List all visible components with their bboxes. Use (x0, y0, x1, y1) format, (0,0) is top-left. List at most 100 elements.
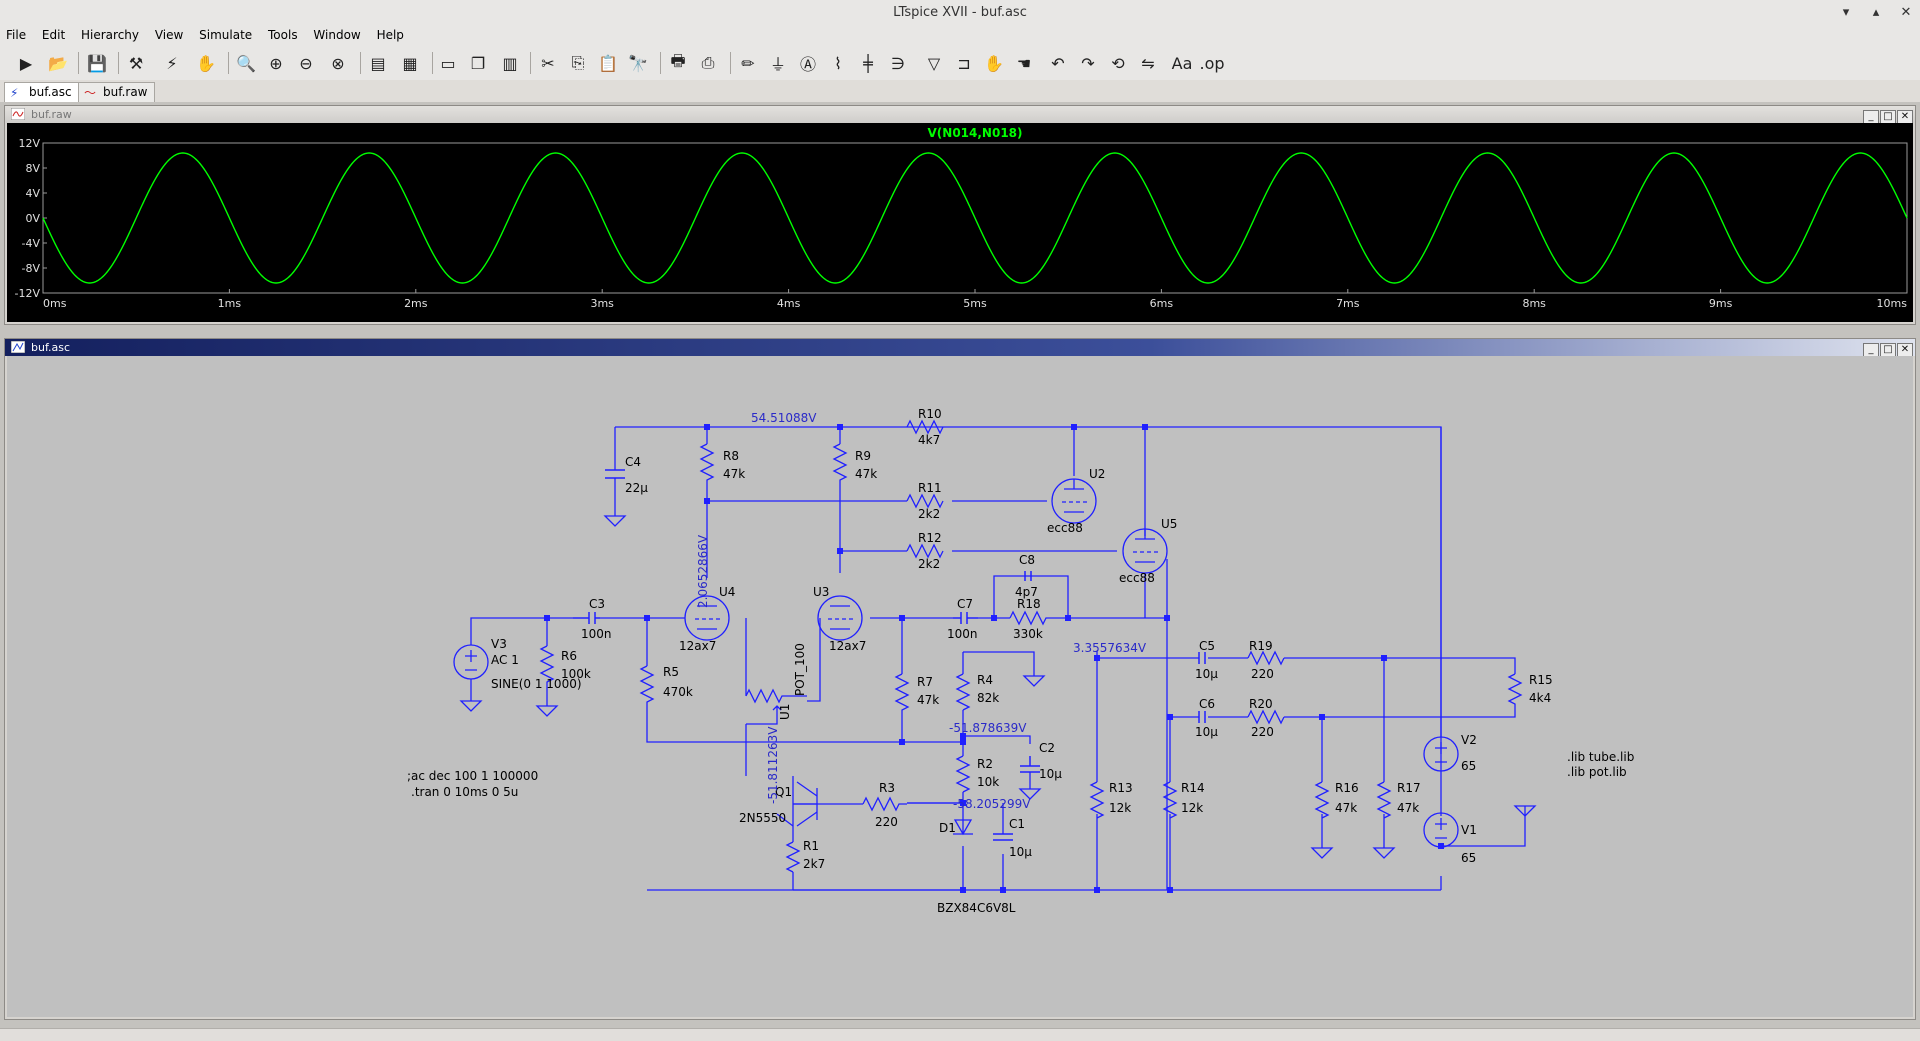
label-r19-value[interactable]: 220 (1251, 667, 1274, 681)
label-r2[interactable]: R2 (977, 757, 993, 771)
label-v1-value[interactable]: 65 (1461, 851, 1476, 865)
label-v2-value[interactable]: 65 (1461, 759, 1476, 773)
directive-tran[interactable]: .tran 0 10ms 0 5u (411, 785, 518, 799)
label-r17[interactable]: R17 (1397, 781, 1421, 795)
text-icon[interactable]: Aa (1171, 53, 1193, 73)
label-u3-model[interactable]: 12ax7 (829, 639, 866, 653)
label-c1-value[interactable]: 10µ (1009, 845, 1032, 859)
label-c2-value[interactable]: 10µ (1039, 767, 1062, 781)
menu-file[interactable]: File (6, 28, 27, 42)
label-c4[interactable]: C4 (625, 455, 641, 469)
label-c8-value[interactable]: 4p7 (1015, 585, 1038, 599)
menu-edit[interactable]: Edit (41, 28, 66, 42)
label-net-icon[interactable]: Ⓐ (799, 55, 816, 74)
node-voltage-plate-supply[interactable]: 54.51088V (751, 411, 817, 425)
open-icon[interactable]: 📂 (48, 53, 68, 73)
waveform-window-titlebar[interactable]: buf.raw _□✕ (5, 106, 1915, 125)
label-c3[interactable]: C3 (589, 597, 605, 611)
rotate-icon[interactable]: ⟲ (1111, 53, 1125, 73)
zoom-fit-icon[interactable]: ⊗ (331, 53, 345, 73)
menu-tools[interactable]: Tools (268, 28, 298, 42)
label-r10-value[interactable]: 4k7 (918, 433, 940, 447)
label-c2[interactable]: C2 (1039, 741, 1055, 755)
label-r15-value[interactable]: 4k4 (1529, 691, 1551, 705)
cut-icon[interactable]: ✂ (541, 53, 555, 73)
paste-icon[interactable]: 📋 (598, 53, 618, 73)
run-sim-icon[interactable]: ⚡ (166, 53, 178, 73)
label-r20-value[interactable]: 220 (1251, 725, 1274, 739)
schematic-window[interactable]: buf.asc _□✕ (4, 338, 1916, 1020)
label-r12-value[interactable]: 2k2 (918, 557, 940, 571)
label-r12[interactable]: R12 (918, 531, 942, 545)
label-c4-value[interactable]: 22µ (625, 481, 648, 495)
diode-icon[interactable]: ▽ (927, 53, 941, 73)
label-v3-value[interactable]: AC 1 (491, 653, 519, 667)
print-icon[interactable]: 🖶 (670, 50, 686, 70)
label-c8[interactable]: C8 (1019, 553, 1035, 567)
restore-icon[interactable]: □ (1880, 110, 1896, 125)
directive-ac[interactable]: ;ac dec 100 1 100000 (407, 769, 538, 783)
find-icon[interactable]: 🔭 (628, 53, 648, 73)
label-c7-value[interactable]: 100n (947, 627, 978, 641)
label-r4-value[interactable]: 82k (977, 691, 999, 705)
label-c1[interactable]: C1 (1009, 817, 1025, 831)
menu-simulate[interactable]: Simulate (199, 28, 253, 42)
redo-icon[interactable]: ↷ (1081, 53, 1095, 73)
menu-window[interactable]: Window (313, 28, 361, 42)
label-u5-model[interactable]: ecc88 (1119, 571, 1155, 585)
inductor-icon[interactable]: ∋ (891, 53, 905, 73)
label-d1-model[interactable]: BZX84C6V8L (937, 901, 1016, 915)
label-u1-model[interactable]: POT_100 (793, 643, 807, 696)
zoom-out-icon[interactable]: ⊖ (299, 53, 313, 73)
schematic-drawing[interactable]: R10 4k7 R8 47k R9 47k C4 22µ R11 2k2 U2 … (7, 356, 1913, 1017)
label-r18[interactable]: R18 (1017, 597, 1041, 611)
label-c6[interactable]: C6 (1199, 697, 1215, 711)
print-preview-icon[interactable]: ⎙ (701, 53, 715, 72)
label-r16-value[interactable]: 47k (1335, 801, 1357, 815)
label-r3[interactable]: R3 (879, 781, 895, 795)
run-icon[interactable]: ▶ (19, 53, 33, 73)
label-v1[interactable]: V1 (1461, 823, 1477, 837)
halt-icon[interactable]: ✋ (196, 53, 216, 73)
label-r14[interactable]: R14 (1181, 781, 1205, 795)
label-u4[interactable]: U4 (719, 585, 735, 599)
label-r11-value[interactable]: 2k2 (918, 507, 940, 521)
node-voltage-u4-cathode[interactable]: 2.0652866V (696, 534, 710, 608)
grid-icon[interactable]: ▦ (402, 53, 418, 73)
label-r9-value[interactable]: 47k (855, 467, 877, 481)
label-u2-model[interactable]: ecc88 (1047, 521, 1083, 535)
label-u5[interactable]: U5 (1161, 517, 1177, 531)
mirror-icon[interactable]: ⇋ (1141, 53, 1155, 73)
close-icon[interactable]: ✕ (1900, 5, 1912, 20)
label-r14-value[interactable]: 12k (1181, 801, 1203, 815)
label-v2[interactable]: V2 (1461, 733, 1477, 747)
capacitor-icon[interactable]: ╪ (863, 53, 873, 73)
zoom-in-icon[interactable]: 🔍 (236, 53, 256, 73)
label-r5-value[interactable]: 470k (663, 685, 693, 699)
pan-icon[interactable]: ⊕ (269, 53, 283, 73)
label-c5-value[interactable]: 10µ (1195, 667, 1218, 681)
label-r17-value[interactable]: 47k (1397, 801, 1419, 815)
label-r1-value[interactable]: 2k7 (803, 857, 825, 871)
label-r9[interactable]: R9 (855, 449, 871, 463)
control-panel-icon[interactable]: ⚒ (128, 53, 144, 73)
trace-label[interactable]: V(N014,N018) (928, 126, 1023, 140)
label-r11[interactable]: R11 (918, 481, 942, 495)
cascade-icon[interactable]: ❐ (470, 53, 486, 73)
copy-icon[interactable]: ⎘ (571, 53, 585, 72)
label-r8[interactable]: R8 (723, 449, 739, 463)
label-q1-model[interactable]: 2N5550 (739, 811, 786, 825)
tile-horizontal-icon[interactable]: ▭ (440, 53, 456, 73)
drag-icon[interactable]: ☚ (1016, 53, 1032, 73)
label-u2[interactable]: U2 (1089, 467, 1105, 481)
save-icon[interactable]: 💾 (87, 53, 107, 73)
schematic-window-titlebar[interactable]: buf.asc _□✕ (5, 339, 1915, 358)
label-r15[interactable]: R15 (1529, 673, 1553, 687)
node-voltage-bias[interactable]: -51.878639V (949, 721, 1027, 735)
label-r7-value[interactable]: 47k (917, 693, 939, 707)
label-r18-value[interactable]: 330k (1013, 627, 1043, 641)
label-r5[interactable]: R5 (663, 665, 679, 679)
